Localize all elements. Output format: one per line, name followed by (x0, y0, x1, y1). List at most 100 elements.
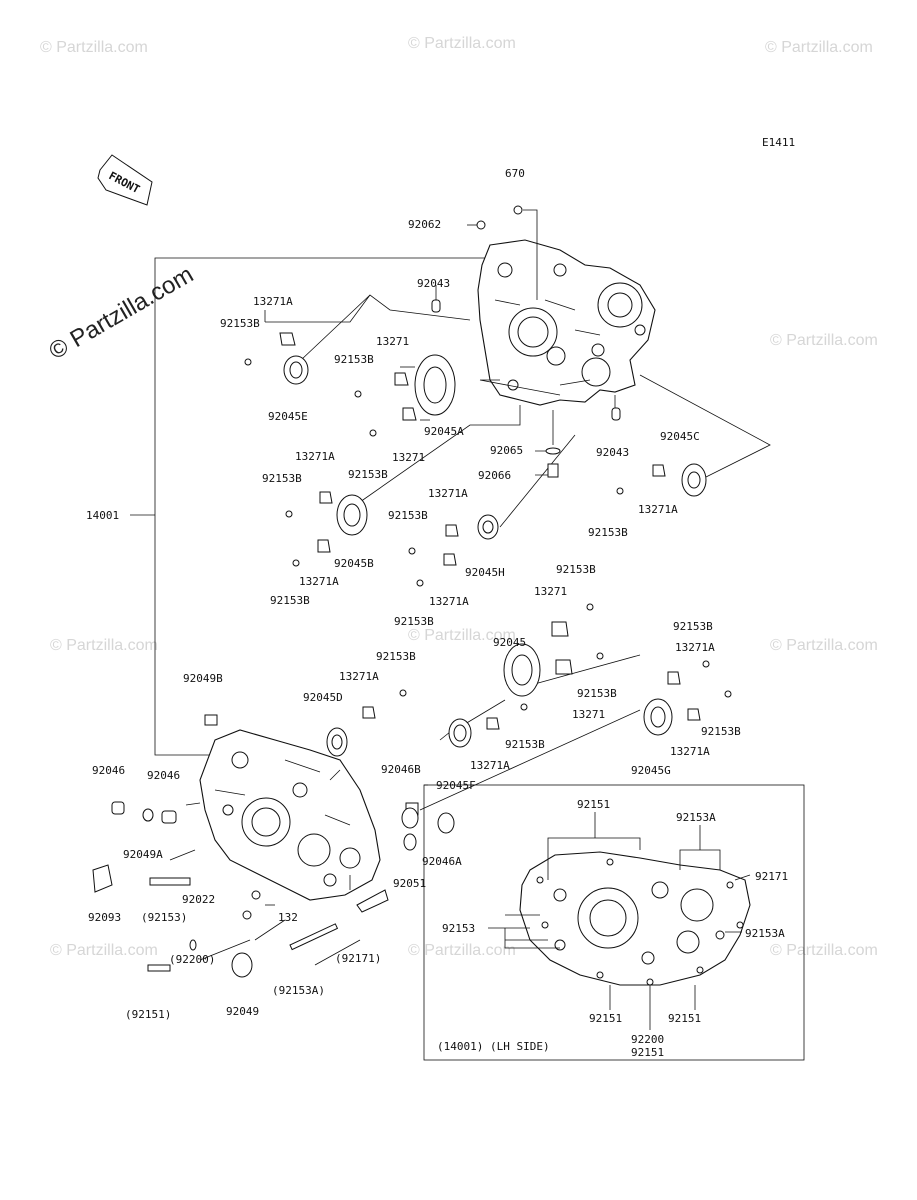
part-label: 13271 (392, 451, 425, 464)
part-label: 92153B (577, 687, 617, 700)
part-label: 92049A (123, 848, 163, 861)
part-label: 13271A (299, 575, 339, 588)
watermark: © Partzilla.com (50, 942, 158, 959)
bearing-92045G (643, 698, 673, 736)
part-label: 92151 (668, 1012, 701, 1025)
part-label: 92153 (442, 922, 475, 935)
part-label: 13271A (428, 487, 468, 500)
inset-caption: (14001) (LH SIDE) (437, 1040, 550, 1053)
watermark: © Partzilla.com (408, 942, 516, 959)
part-labels: 670 92062 92043 13271A 92153B 92045E 132… (86, 167, 788, 1059)
part-label: 92153B (701, 725, 741, 738)
part-label: 92045D (303, 691, 343, 704)
part-label: 92046B (381, 763, 421, 776)
part-label: 92153B (348, 468, 388, 481)
watermark: © Partzilla.com (765, 39, 873, 56)
part-label: 13271A (675, 641, 715, 654)
part-label: 92151 (589, 1012, 622, 1025)
part-label: 92153B (334, 353, 374, 366)
bearing-92045E (283, 355, 309, 385)
part-label: 92153B (588, 526, 628, 539)
bearing-92045B (336, 494, 368, 536)
part-label: 13271A (429, 595, 469, 608)
part-label: 13271A (295, 450, 335, 463)
part-label: 92045 (493, 636, 526, 649)
front-arrow-icon: FRONT (97, 154, 153, 206)
part-label: 92153B (270, 594, 310, 607)
part-label: 92066 (478, 469, 511, 482)
part-label: 13271A (638, 503, 678, 516)
part-label: 92151 (577, 798, 610, 811)
part-label: 92045F (436, 779, 476, 792)
watermark: © Partzilla.com (408, 35, 516, 52)
watermark: © Partzilla.com (408, 627, 516, 644)
assembly-bracket (130, 257, 520, 756)
part-label: 13271 (534, 585, 567, 598)
lh-side-crankcase (519, 851, 751, 986)
part-label: 670 (505, 167, 525, 180)
lh-side-inset-frame (423, 784, 805, 1061)
part-label: 13271A (339, 670, 379, 683)
part-label: 92045B (334, 557, 374, 570)
bearing-92045H (477, 514, 499, 540)
part-label: 92022 (182, 893, 215, 906)
part-label: 13271 (572, 708, 605, 721)
part-label: 92049 (226, 1005, 259, 1018)
part-label: 92151 (631, 1046, 664, 1059)
part-label: (92200) (169, 953, 215, 966)
leader-lines (169, 209, 771, 966)
part-label: 92045E (268, 410, 308, 423)
part-label: 92046 (92, 764, 125, 777)
part-label: 92043 (596, 446, 629, 459)
part-label: 92153B (376, 650, 416, 663)
watermark-layer: © Partzilla.com © Partzilla.com © Partzi… (40, 35, 878, 959)
part-label: 13271A (253, 295, 293, 308)
part-label: 92153B (220, 317, 260, 330)
part-label: 13271 (376, 335, 409, 348)
part-label: 92153B (556, 563, 596, 576)
bearing-92045 (503, 643, 541, 697)
bearing-92045A (414, 354, 456, 416)
inset-leader-lines (488, 812, 751, 1030)
part-label: 92045H (465, 566, 505, 579)
part-label: 14001 (86, 509, 119, 522)
part-label: 92153B (505, 738, 545, 751)
part-label: 92045A (424, 425, 464, 438)
diagram-code: E1411 (762, 136, 795, 149)
right-crankcase-half (477, 239, 656, 406)
part-label: 92051 (393, 877, 426, 890)
part-label: 92200 (631, 1033, 664, 1046)
part-label: (92153A) (272, 984, 325, 997)
part-label: (92171) (335, 952, 381, 965)
brand-watermark: © Partzilla.com (45, 261, 199, 365)
part-label: 92153B (388, 509, 428, 522)
watermark: © Partzilla.com (50, 637, 158, 654)
part-label: (92151) (125, 1008, 171, 1021)
bearing-92045D (326, 727, 348, 757)
watermark: © Partzilla.com (770, 942, 878, 959)
part-label: 13271A (670, 745, 710, 758)
part-label: 92046 (147, 769, 180, 782)
part-label: 92065 (490, 444, 523, 457)
part-label: 92153B (673, 620, 713, 633)
watermark: © Partzilla.com (40, 39, 148, 56)
bearing-92045C (681, 463, 707, 497)
part-label: 92093 (88, 911, 121, 924)
part-label: 92045G (631, 764, 671, 777)
part-label: 92153A (676, 811, 716, 824)
part-label: 92153B (394, 615, 434, 628)
part-label: 92062 (408, 218, 441, 231)
left-crankcase-half (199, 729, 381, 901)
part-label: 92046A (422, 855, 462, 868)
part-label: 132 (278, 911, 298, 924)
watermark: © Partzilla.com (770, 332, 878, 349)
part-label: 92153A (745, 927, 785, 940)
part-label: 92045C (660, 430, 700, 443)
part-label: 92043 (417, 277, 450, 290)
small-parts (92, 205, 732, 978)
part-label: 92153B (262, 472, 302, 485)
watermark: © Partzilla.com (770, 637, 878, 654)
part-label: 13271A (470, 759, 510, 772)
